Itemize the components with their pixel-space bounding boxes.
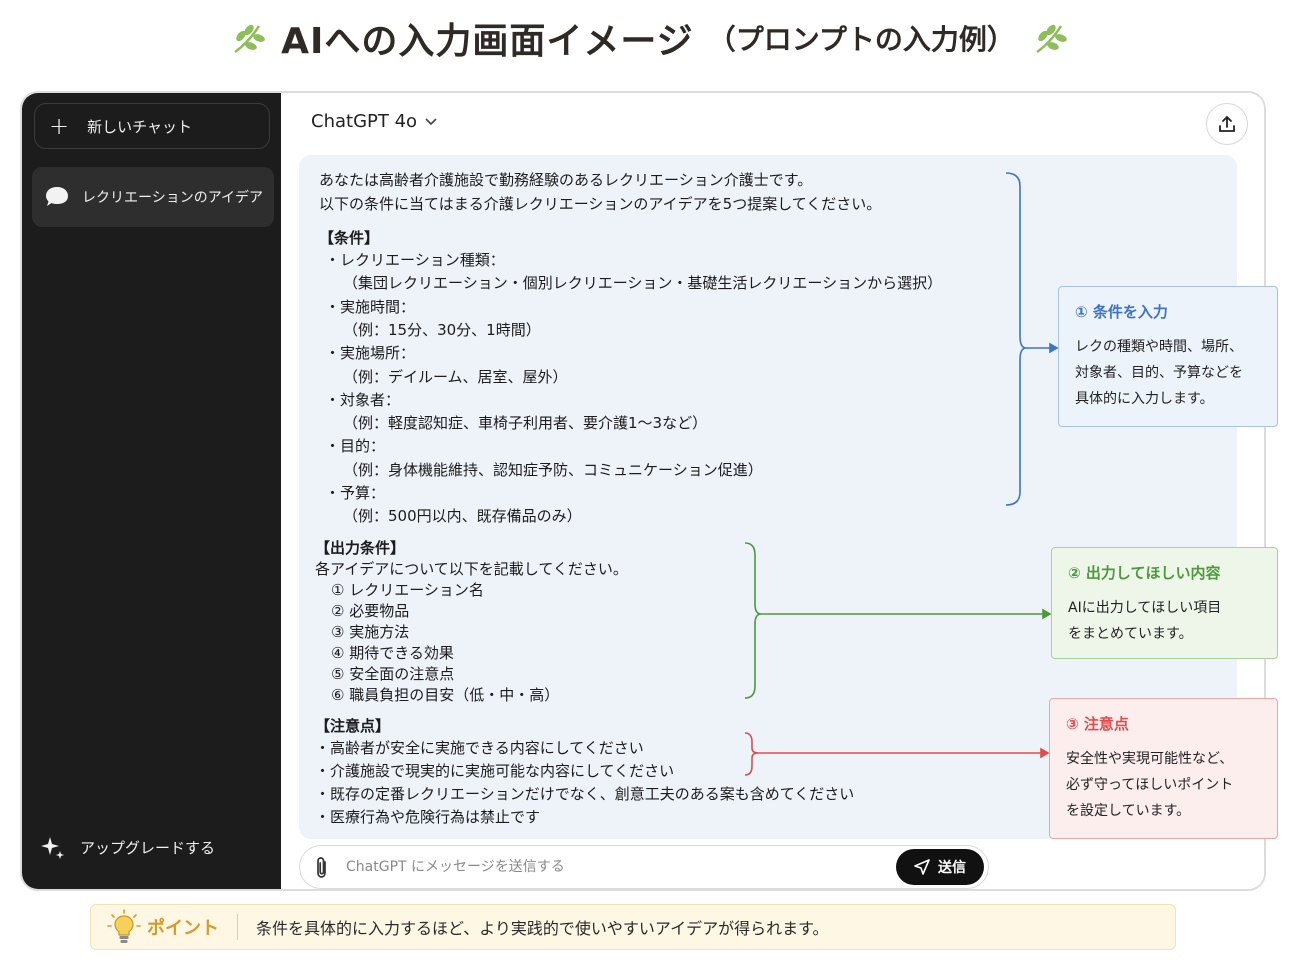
- chat-bubble-icon: [46, 187, 68, 206]
- new-chat-button[interactable]: + 新しいチャット: [34, 103, 270, 149]
- prompt-line: ⑥ 職員負担の目安（低・中・高）: [331, 686, 560, 704]
- callout-conditions: ① 条件を入力 レクの種類や時間、場所、 対象者、目的、予算などを 具体的に入力…: [1058, 286, 1278, 427]
- chevron-down-icon: [425, 117, 437, 125]
- sparkle-icon: [41, 837, 64, 859]
- lightbulb-icon: [107, 909, 141, 943]
- callout-output: ② 出力してほしい内容 AIに出力してほしい項目 をまとめています。: [1051, 547, 1278, 659]
- prompt-line: ④ 期待できる効果: [331, 644, 454, 662]
- section-heading: 【条件】: [319, 229, 380, 247]
- prompt-line: ・実施場所：: [325, 344, 416, 362]
- divider: [237, 914, 238, 940]
- upgrade-button[interactable]: アップグレードする: [38, 833, 215, 861]
- model-selector[interactable]: ChatGPT 4o: [311, 111, 437, 132]
- page-header: AIへの入力画面イメージ （プロンプトの入力例）: [0, 8, 1296, 68]
- section-heading: 【出力条件】: [315, 539, 406, 557]
- sidebar-item-label: レクリエーションのアイデア: [82, 190, 264, 206]
- callout-line: 対象者、目的、予算などを: [1075, 365, 1243, 381]
- prompt-line: あなたは高齢者介護施設で勤務経験のあるレクリエーション介護士です。: [319, 171, 813, 189]
- message-composer: 送信: [299, 845, 989, 889]
- send-icon: [914, 859, 930, 875]
- prompt-line: ・レクリエーション種類：: [325, 251, 505, 269]
- prompt-line: ・実施時間：: [325, 298, 416, 316]
- new-chat-label: 新しいチャット: [87, 117, 192, 136]
- callout-heading: ② 出力してほしい内容: [1068, 564, 1221, 582]
- send-button[interactable]: 送信: [896, 849, 984, 885]
- sidebar-item-recreation-ideas[interactable]: レクリエーションのアイデア: [32, 167, 274, 227]
- callout-line: 具体的に入力します。: [1075, 391, 1214, 407]
- page-subtitle: （プロンプトの入力例）: [707, 23, 1015, 56]
- prompt-line: （例：15分、30分、1時間）: [343, 321, 541, 339]
- prompt-line: （例：軽度認知症、車椅子利用者、要介護1〜3など）: [343, 414, 708, 432]
- leaf-icon: [234, 24, 265, 54]
- tip-label: ポイント: [147, 918, 219, 939]
- callout-line: 安全性や実現可能性など、: [1066, 751, 1234, 767]
- tip-text: 条件を具体的に入力するほど、より実践的で使いやすいアイデアが得られます。: [256, 919, 829, 938]
- callout-cautions: ③ 注意点 安全性や実現可能性など、 必ず守ってほしいポイント を設定しています…: [1049, 698, 1278, 839]
- prompt-line: ⑤ 安全面の注意点: [331, 665, 455, 683]
- prompt-line: 以下の条件に当てはまる介護レクリエーションのアイデアを5つ提案してください。: [319, 195, 882, 213]
- callout-line: を設定しています。: [1066, 803, 1191, 819]
- prompt-line: ・既存の定番レクリエーションだけでなく、創意工夫のある案も含めてください: [315, 785, 855, 803]
- section-heading: 【注意点】: [315, 717, 391, 735]
- prompt-line: （例：デイルーム、居室、屋外）: [343, 368, 568, 386]
- callout-line: 必ず守ってほしいポイント: [1066, 777, 1234, 793]
- prompt-line: ・予算：: [325, 484, 386, 502]
- plus-icon: +: [49, 112, 70, 140]
- prompt-line: （例：身体機能維持、認知症予防、コミュニケーション促進）: [343, 461, 763, 479]
- callout-line: AIに出力してほしい項目: [1068, 600, 1222, 616]
- prompt-line: ① レクリエーション名: [331, 581, 484, 599]
- prompt-line: 各アイデアについて以下を記載してください。: [315, 560, 628, 578]
- callout-line: をまとめています。: [1068, 626, 1193, 642]
- callout-heading: ① 条件を入力: [1075, 303, 1168, 321]
- prompt-line: ・医療行為や危険行為は禁止です: [315, 808, 541, 826]
- callout-body: レクの種類や時間、場所、 対象者、目的、予算などを 具体的に入力します。: [1075, 334, 1261, 412]
- callout-body: AIに出力してほしい項目 をまとめています。: [1068, 595, 1261, 647]
- callout-heading: ③ 注意点: [1066, 715, 1129, 733]
- upgrade-label: アップグレードする: [80, 838, 216, 857]
- leaf-icon: [1036, 24, 1067, 54]
- callout-body: 安全性や実現可能性など、 必ず守ってほしいポイント を設定しています。: [1066, 746, 1261, 824]
- prompt-line: ・介護施設で現実的に実施可能な内容にしてください: [315, 762, 675, 780]
- prompt-line: ② 必要物品: [331, 602, 410, 620]
- tip-banner: ポイント 条件を具体的に入力するほど、より実践的で使いやすいアイデアが得られます…: [90, 904, 1176, 950]
- paperclip-icon[interactable]: [312, 856, 332, 880]
- prompt-line: ・対象者：: [325, 391, 401, 409]
- prompt-line: （集団レクリエーション・個別レクリエーション・基礎生活レクリエーションから選択）: [343, 274, 943, 292]
- model-name: ChatGPT 4o: [311, 111, 418, 132]
- share-button[interactable]: [1206, 103, 1248, 145]
- page-title: AIへの入力画面イメージ: [281, 21, 694, 62]
- callout-line: レクの種類や時間、場所、: [1075, 339, 1243, 355]
- prompt-line: ・目的：: [325, 437, 386, 455]
- upload-icon: [1219, 115, 1235, 132]
- sidebar: + 新しいチャット レクリエーションのアイデア アップグレードする: [22, 93, 281, 889]
- prompt-line: ・高齢者が安全に実施できる内容にしてください: [315, 739, 644, 757]
- prompt-line: ③ 実施方法: [331, 623, 410, 641]
- message-input[interactable]: [346, 854, 866, 880]
- prompt-line: （例：500円以内、既存備品のみ）: [343, 507, 582, 525]
- send-label: 送信: [938, 860, 966, 876]
